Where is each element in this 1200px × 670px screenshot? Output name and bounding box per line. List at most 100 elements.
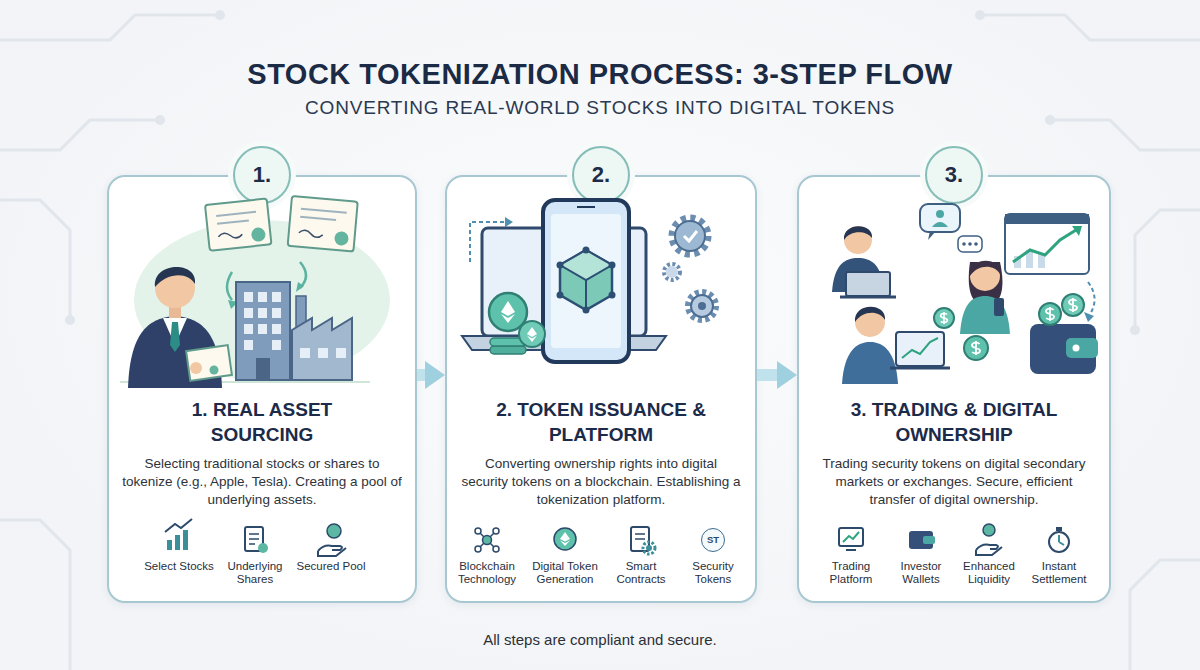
- building: [258, 308, 267, 318]
- investor-person: [842, 342, 898, 384]
- secured-pool-icon: [318, 524, 346, 556]
- factory: [318, 348, 328, 358]
- blockchain-cube: [560, 250, 612, 310]
- factory: [292, 318, 352, 380]
- step-description: Selecting traditional stocks or shares t…: [121, 455, 403, 509]
- blockchain-cube: [583, 247, 590, 254]
- token-coin: [501, 301, 515, 316]
- shares-icon: [258, 543, 268, 553]
- gear: [664, 264, 680, 280]
- certificate: [218, 231, 242, 239]
- dashed-arrow: [470, 217, 513, 262]
- certificate: [216, 212, 257, 224]
- token-coin: [489, 293, 527, 331]
- building: [244, 340, 253, 350]
- token-coin: [519, 321, 545, 347]
- step-heading: 1. REAL ASSET SOURCING: [144, 397, 380, 447]
- asset-blob: [134, 220, 390, 380]
- business-person: [155, 268, 195, 308]
- speech-bubble: [920, 204, 960, 240]
- investor-person: [840, 296, 896, 299]
- icon-caption: Digital Token Generation: [528, 560, 602, 586]
- settlement-icon: [1059, 535, 1064, 545]
- certificate: [205, 199, 271, 251]
- gear: [666, 266, 678, 278]
- circuit-lines: [1135, 210, 1200, 330]
- investor-person: [844, 226, 872, 254]
- certificate: [288, 196, 358, 252]
- chart-window: [1072, 226, 1082, 236]
- laptop: [482, 228, 646, 336]
- dollar-coin: [1069, 298, 1077, 312]
- token-coin: [501, 314, 515, 323]
- phone: [543, 200, 629, 362]
- investor-person: [960, 296, 1010, 334]
- investor-person: [902, 338, 938, 358]
- stocks-icon: [165, 519, 192, 550]
- investor-person: [970, 261, 1000, 291]
- platform-icon: [839, 528, 863, 550]
- chart-window: [1014, 256, 1021, 268]
- gear: [688, 292, 716, 320]
- circuit-dots: [65, 315, 75, 325]
- speech-bubble: [958, 236, 982, 252]
- circuit-lines: [1130, 560, 1200, 670]
- step-description: Trading security tokens on digital secon…: [813, 455, 1095, 509]
- contract-icon: [635, 534, 645, 539]
- step-card: 1. REAL ASSET SOURCING Selecting traditio…: [107, 175, 417, 603]
- circuit-lines: [980, 15, 1200, 40]
- investor-person: [896, 332, 944, 366]
- speech-bubble: [968, 242, 972, 246]
- flow-hint-arrow: [227, 262, 306, 300]
- stocks-icon: [165, 519, 192, 532]
- step-number-circle: 2.: [572, 146, 630, 204]
- circuit-dots: [1130, 325, 1140, 335]
- chart-window: [1005, 214, 1089, 274]
- settlement-icon: [1049, 527, 1069, 552]
- liquidity-icon: [976, 545, 1002, 555]
- business-person: [163, 318, 187, 345]
- building: [256, 358, 270, 380]
- token-coin: [489, 293, 527, 331]
- token-badge: ST: [701, 528, 725, 552]
- speech-bubble: [932, 222, 948, 227]
- step-heading: 2. TOKEN ISSUANCE & PLATFORM: [483, 397, 719, 447]
- investor-person: [844, 226, 872, 240]
- dashed-arrow: [1084, 312, 1094, 322]
- icon-caption: Instant Settlement: [1022, 560, 1096, 586]
- step-number-circle: 3.: [925, 146, 983, 204]
- circuit-lines: [0, 120, 160, 150]
- blockchain-cube: [557, 262, 564, 269]
- building: [272, 308, 281, 318]
- building: [244, 324, 253, 334]
- token-coin: [527, 327, 537, 337]
- speech-bubble: [936, 210, 944, 218]
- blockchain-cube: [609, 292, 616, 299]
- contract-icon: [646, 545, 652, 551]
- shares-icon: [245, 527, 268, 553]
- blockchain-icon: [478, 531, 496, 549]
- flow-hint-head: [296, 282, 304, 292]
- coin-stack: [490, 338, 526, 354]
- circuit-dots: [975, 10, 985, 20]
- blockchain-icon: [475, 528, 481, 534]
- investor-person: [832, 258, 884, 292]
- speech-bubble: [928, 231, 936, 240]
- secured-pool-icon: [327, 524, 341, 538]
- business-person: [155, 267, 195, 287]
- contract-icon: [631, 527, 649, 551]
- icon-caption: Secured Pool: [294, 560, 368, 573]
- blockchain-cube: [557, 247, 616, 314]
- circuit-lines: [1050, 120, 1200, 150]
- building: [258, 324, 267, 334]
- stocks-icon: [167, 540, 172, 550]
- icon-caption: Investor Wallets: [884, 560, 958, 586]
- speech-bubble: [962, 242, 966, 246]
- business-person: [186, 345, 232, 381]
- step-number: 1.: [253, 162, 271, 188]
- blockchain-cube: [560, 250, 612, 280]
- phone: [543, 200, 629, 362]
- business-person: [128, 267, 232, 388]
- circuit-dots: [1045, 115, 1055, 125]
